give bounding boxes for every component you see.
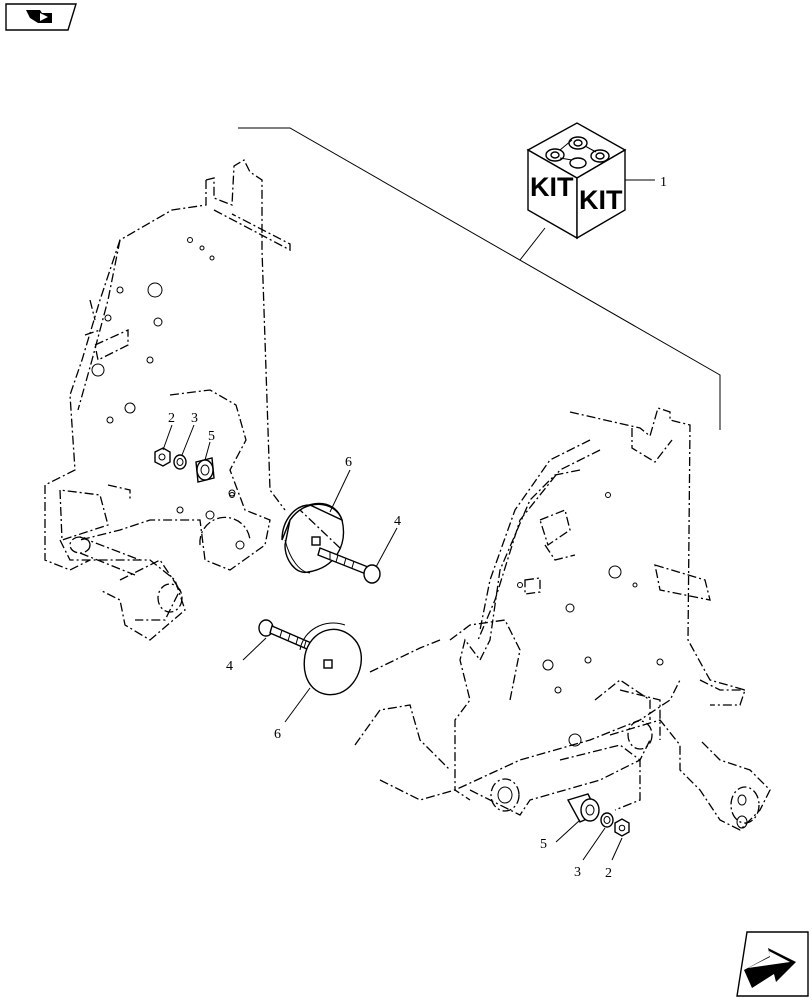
callout-right-nut: 2 (605, 866, 612, 881)
kit-label-right: KIT (579, 185, 623, 215)
leader-lower-disc (284, 687, 311, 723)
callout-left-washer: 3 (191, 411, 198, 426)
leader-left-nut (162, 424, 173, 451)
previous-page-arrow-icon (26, 10, 52, 23)
next-page-button[interactable] (736, 931, 809, 997)
left-side-frame (44, 159, 291, 641)
leader-upper-bolt (375, 527, 398, 568)
leader-right-washer (582, 827, 606, 861)
callout-upper-disc: 6 (345, 455, 352, 470)
left-spacer (195, 457, 215, 483)
callout-lower-disc: 6 (274, 727, 281, 742)
assembly-divider-line (238, 127, 721, 430)
callout-upper-bolt: 4 (394, 514, 401, 529)
leader-lower-bolt (242, 637, 267, 661)
leader-right-spacer (555, 819, 581, 843)
callout-left-nut: 2 (168, 411, 175, 426)
leader-right-nut (611, 837, 623, 861)
callout-right-washer: 3 (574, 865, 581, 880)
lower-cover-disc (299, 622, 363, 696)
callout-kit: 1 (660, 175, 667, 190)
kit-fittings (545, 136, 610, 169)
leader-left-washer (181, 424, 195, 456)
right-nut (614, 818, 630, 837)
right-spacer (566, 793, 600, 823)
upper-cover-disc (281, 503, 345, 574)
upper-bolt (317, 547, 381, 584)
leader-left-spacer (204, 441, 211, 461)
previous-page-button[interactable] (5, 3, 77, 31)
kit-label-left: KIT (530, 172, 574, 202)
next-page-arrow-icon (744, 948, 796, 988)
lower-alignment-line (369, 639, 441, 673)
left-mount-hole (228, 489, 236, 497)
kit-box: KIT KIT (526, 122, 627, 240)
right-washer (600, 812, 614, 828)
left-washer (173, 454, 187, 470)
leader-upper-disc (329, 469, 351, 513)
kit-connector-line (519, 227, 546, 261)
callout-lower-bolt: 4 (226, 659, 233, 674)
left-nut (154, 447, 171, 467)
right-side-frame (354, 407, 771, 831)
callout-right-spacer: 5 (540, 837, 547, 852)
callout-left-spacer: 5 (208, 429, 215, 444)
